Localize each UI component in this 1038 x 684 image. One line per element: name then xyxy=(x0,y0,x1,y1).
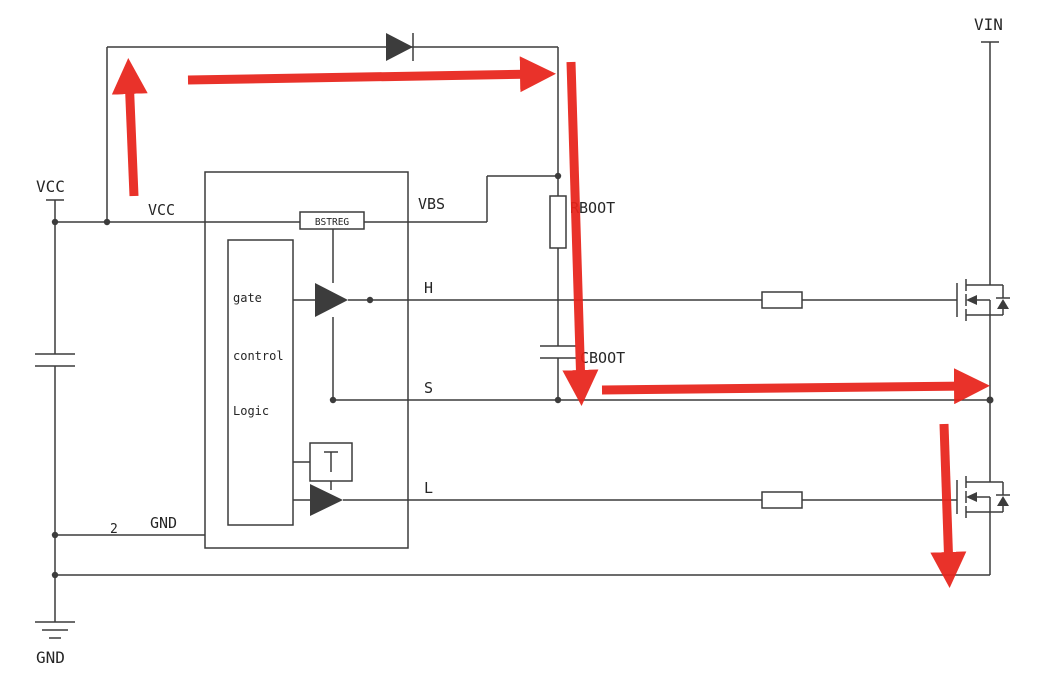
ls-body-diode-icon xyxy=(997,496,1009,506)
flow-arrow-down-return xyxy=(930,423,967,588)
logic-label-line2: control xyxy=(233,349,284,363)
junction-dot xyxy=(366,296,374,304)
junction-dot xyxy=(329,396,337,404)
vcc-capacitor xyxy=(35,353,75,367)
ic-gnd-pin-number: 2 xyxy=(110,522,118,537)
boot-diode-icon xyxy=(386,33,413,61)
gate-control-logic-box xyxy=(227,239,294,526)
flow-arrow-right-switch xyxy=(601,368,990,405)
rboot-label: RBOOT xyxy=(570,199,615,217)
junction-dot xyxy=(986,396,994,404)
level-shifter-box xyxy=(309,442,353,482)
driver-ic-outline xyxy=(204,171,409,549)
ic-pin-h-label: H xyxy=(424,279,433,297)
hs-driver-buffer-icon xyxy=(315,283,348,317)
junction-dot xyxy=(554,396,562,404)
junction-dot xyxy=(51,571,59,579)
ic-pin-vcc-label: VCC xyxy=(148,201,175,219)
low-side-mosfet xyxy=(956,476,1010,518)
flow-arrow-right-top xyxy=(187,56,556,93)
flow-arrow-up-vcc xyxy=(111,58,148,197)
vin-rail-label: VIN xyxy=(974,15,1003,34)
bstreg-box xyxy=(299,211,365,230)
junction-dot xyxy=(103,218,111,226)
gnd-rail-label: GND xyxy=(36,648,65,667)
cboot-capacitor xyxy=(540,345,576,359)
l-gate-resistor-body xyxy=(761,491,803,509)
junction-dot xyxy=(554,172,562,180)
cboot-label: CBOOT xyxy=(580,349,625,367)
ic-pin-vbs-label: VBS xyxy=(418,195,445,213)
junction-dot xyxy=(51,531,59,539)
bstreg-label: BSTREG xyxy=(315,217,350,228)
logic-label-line3: Logic xyxy=(233,404,269,418)
ls-driver-buffer-icon xyxy=(310,484,343,516)
wires-layer xyxy=(35,33,1010,639)
hs-mosfet-body-arrow xyxy=(966,295,977,305)
junction-dot xyxy=(51,218,59,226)
vcc-rail-label: VCC xyxy=(36,177,65,196)
hs-body-diode-icon xyxy=(997,299,1009,309)
flow-arrow-down-boot xyxy=(562,61,599,406)
h-gate-resistor-body xyxy=(761,291,803,309)
logic-label-line1: gate xyxy=(233,291,262,305)
ic-pin-s-label: S xyxy=(424,379,433,397)
rboot-resistor-body xyxy=(549,195,567,249)
current-flow-arrows xyxy=(111,56,990,588)
filled-symbols-layer xyxy=(51,33,1009,579)
ground-symbol-icon xyxy=(35,621,75,639)
ic-pin-l-label: L xyxy=(424,479,433,497)
ic-pin-gnd-label: GND xyxy=(150,514,177,532)
ls-mosfet-body-arrow xyxy=(966,492,977,502)
high-side-mosfet xyxy=(956,279,1010,321)
labels-layer: VCC GND VIN VCC GND 2 VBS H S L BSTREG g… xyxy=(36,15,1003,667)
